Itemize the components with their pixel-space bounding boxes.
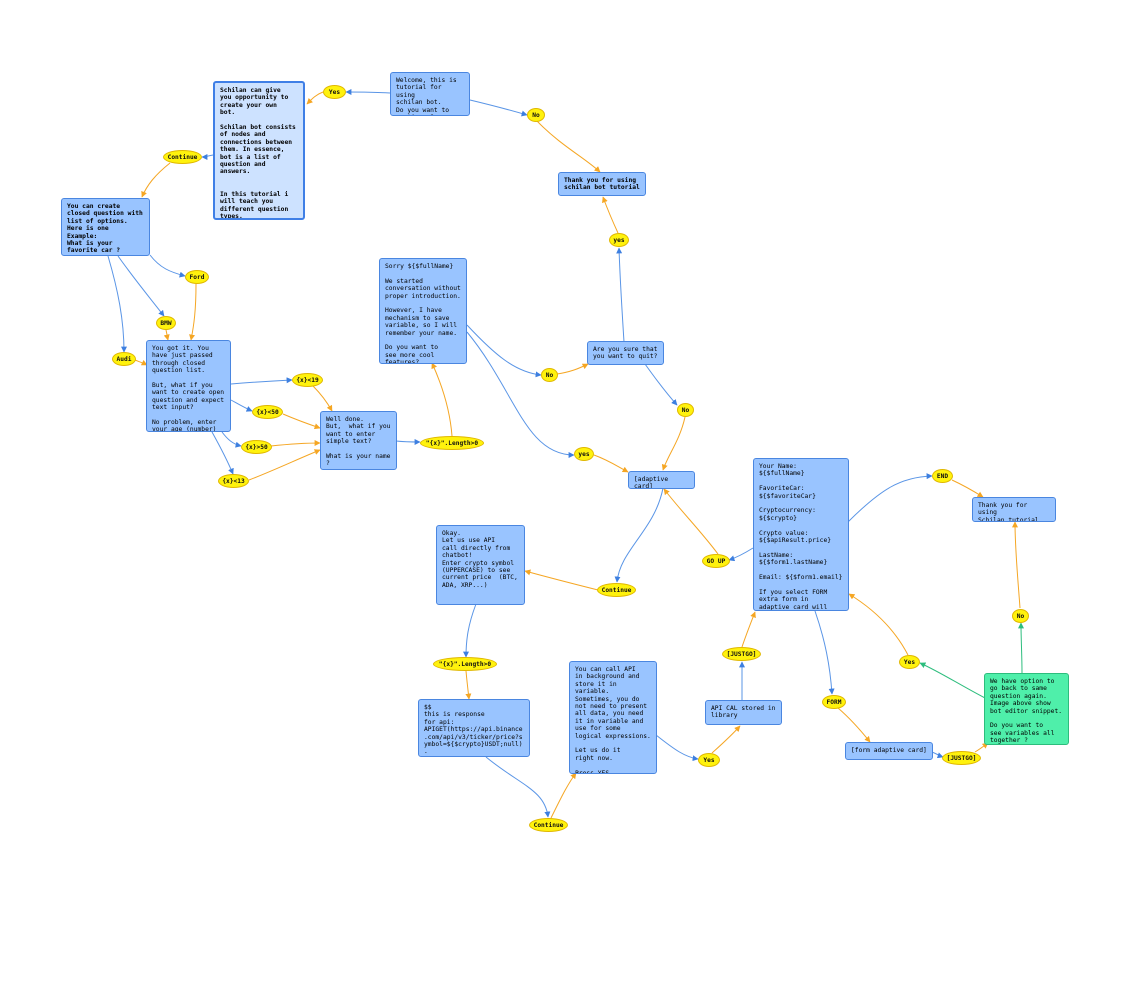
node-sorry[interactable]: Sorry ${$fullName} We started conversati… xyxy=(379,258,467,364)
pill-crypto-length[interactable]: "{x}".Length>0 xyxy=(433,657,497,671)
pill-justgo-2[interactable]: [JUSTGO] xyxy=(942,751,981,765)
edge-welldone-len xyxy=(395,438,421,445)
edge-welcome-no xyxy=(469,99,528,117)
edge-continue-closed xyxy=(141,162,171,198)
node-form-adaptive-card[interactable]: [form adaptive card] xyxy=(845,742,933,760)
pill-age-lt19[interactable]: {x}<19 xyxy=(292,373,323,387)
node-api-call-library[interactable]: API CAL stored in library xyxy=(705,700,782,725)
edge-gotit-lt13 xyxy=(211,431,234,475)
edge-no-thanks1 xyxy=(536,120,601,173)
edge-gt50-welldone xyxy=(270,440,321,447)
pill-bmw[interactable]: BMW xyxy=(156,316,176,330)
edge-yes-adaptive xyxy=(593,454,629,473)
edge-yes-intro xyxy=(306,91,324,105)
pill-no-right[interactable]: No xyxy=(1012,609,1029,623)
edge-goback-yes xyxy=(919,662,986,699)
edge-callapi-yes xyxy=(655,734,699,762)
pill-ford[interactable]: Ford xyxy=(185,270,209,284)
edge-no-adaptive xyxy=(661,416,686,471)
pill-no-top[interactable]: No xyxy=(527,108,545,122)
node-call-api[interactable]: You can call API in background and store… xyxy=(569,661,657,774)
node-sure-quit[interactable]: Are you sure that you want to quit? xyxy=(587,341,664,365)
edge-response-continue xyxy=(485,756,551,818)
edge-closed-bmw xyxy=(117,255,165,317)
pill-justgo-1[interactable]: [JUSTGO] xyxy=(722,647,761,661)
pill-continue-bottom[interactable]: Continue xyxy=(529,818,568,832)
node-intro[interactable]: Schilan can give you opportunity to crea… xyxy=(213,81,305,220)
edge-form-formcard xyxy=(837,707,871,743)
pill-continue-top[interactable]: Continue xyxy=(163,150,202,164)
pill-yes-api[interactable]: Yes xyxy=(698,753,720,767)
pill-age-lt50[interactable]: {x}<50 xyxy=(252,405,283,419)
edge-adaptive-continue xyxy=(614,487,664,583)
edge-continue-okay xyxy=(524,569,599,591)
edge-gotit-gt50 xyxy=(221,431,242,448)
pill-yes-mid[interactable]: yes xyxy=(574,447,594,461)
edge-yes-lib xyxy=(711,725,741,754)
edge-yes-summary xyxy=(848,593,909,656)
node-welcome[interactable]: Welcome, this is tutorial for using schi… xyxy=(390,72,470,116)
node-api-response[interactable]: $$ this is response for api: APIGET(http… xyxy=(418,699,530,757)
pill-yes-top[interactable]: Yes xyxy=(323,85,346,99)
node-closed-question[interactable]: You can create closed question with list… xyxy=(61,198,150,256)
edge-no-quit xyxy=(556,363,589,375)
edge-lt13-welldone xyxy=(248,449,321,481)
edge-summary-form xyxy=(814,610,835,695)
pill-no-quit[interactable]: No xyxy=(677,403,694,417)
edge-goback-no xyxy=(1018,622,1025,674)
edge-lt50-welldone xyxy=(282,413,321,430)
node-okay-api[interactable]: Okay. Let us use API call directly from … xyxy=(436,525,525,605)
edge-okay-len xyxy=(463,603,477,658)
edge-gotit-lt19 xyxy=(230,377,293,385)
edge-lt19-welldone xyxy=(312,385,333,412)
node-got-it[interactable]: You got it. You have just passed through… xyxy=(146,340,231,432)
pill-age-gt50[interactable]: {x}>50 xyxy=(241,440,272,454)
edge-len-sorry xyxy=(431,362,453,437)
node-thanks2[interactable]: Thank you for using Schilan tutorial xyxy=(972,497,1056,522)
pill-no-mid[interactable]: No xyxy=(541,368,558,382)
edge-len-response xyxy=(465,670,472,700)
edge-closed-audi xyxy=(107,255,127,353)
edge-no-thanks2 xyxy=(1012,521,1021,609)
edge-intro-continue xyxy=(201,153,214,160)
edge-welcome-yes xyxy=(345,89,391,96)
edge-quit-no xyxy=(644,363,678,406)
edge-continue-callapi xyxy=(550,772,577,819)
edge-summary-goup xyxy=(728,547,754,562)
pill-end[interactable]: END xyxy=(932,469,953,483)
edge-sorry-yes xyxy=(466,331,575,458)
edge-goup-adaptive xyxy=(663,488,719,555)
edge-summary-end xyxy=(847,473,933,523)
pill-audi[interactable]: Audi xyxy=(112,352,136,366)
edge-yes-thanks1 xyxy=(602,196,619,234)
pill-go-up[interactable]: GO UP xyxy=(702,554,730,568)
node-adaptive-card[interactable]: [adaptive card] xyxy=(628,471,695,489)
edge-ford-gotit xyxy=(189,283,197,341)
node-summary[interactable]: Your Name: ${$fullName} FavoriteCar: ${$… xyxy=(753,458,849,611)
edge-quit-yes xyxy=(616,247,625,343)
pill-yes-right[interactable]: Yes xyxy=(899,655,920,669)
node-thanks1[interactable]: Thank you for using schilan bot tutorial xyxy=(558,172,646,196)
edge-bmw-gotit xyxy=(163,329,170,341)
edge-end-thanks2 xyxy=(951,479,984,498)
node-well-done[interactable]: Well done. But, what if you want to ente… xyxy=(320,411,397,470)
node-go-back[interactable]: We have option to go back to same questi… xyxy=(984,673,1069,745)
edge-gotit-lt50 xyxy=(230,399,253,412)
pill-name-length[interactable]: "{x}".Length>0 xyxy=(420,436,484,450)
pill-age-lt13[interactable]: {x}<13 xyxy=(218,474,249,488)
pill-continue-mid[interactable]: Continue xyxy=(597,583,636,597)
edge-sorry-no xyxy=(466,324,542,378)
edge-justgo-summary xyxy=(741,611,756,648)
edge-closed-ford xyxy=(149,254,186,278)
pill-form[interactable]: FORM xyxy=(822,695,846,709)
pill-yes-quit[interactable]: yes xyxy=(609,233,629,247)
